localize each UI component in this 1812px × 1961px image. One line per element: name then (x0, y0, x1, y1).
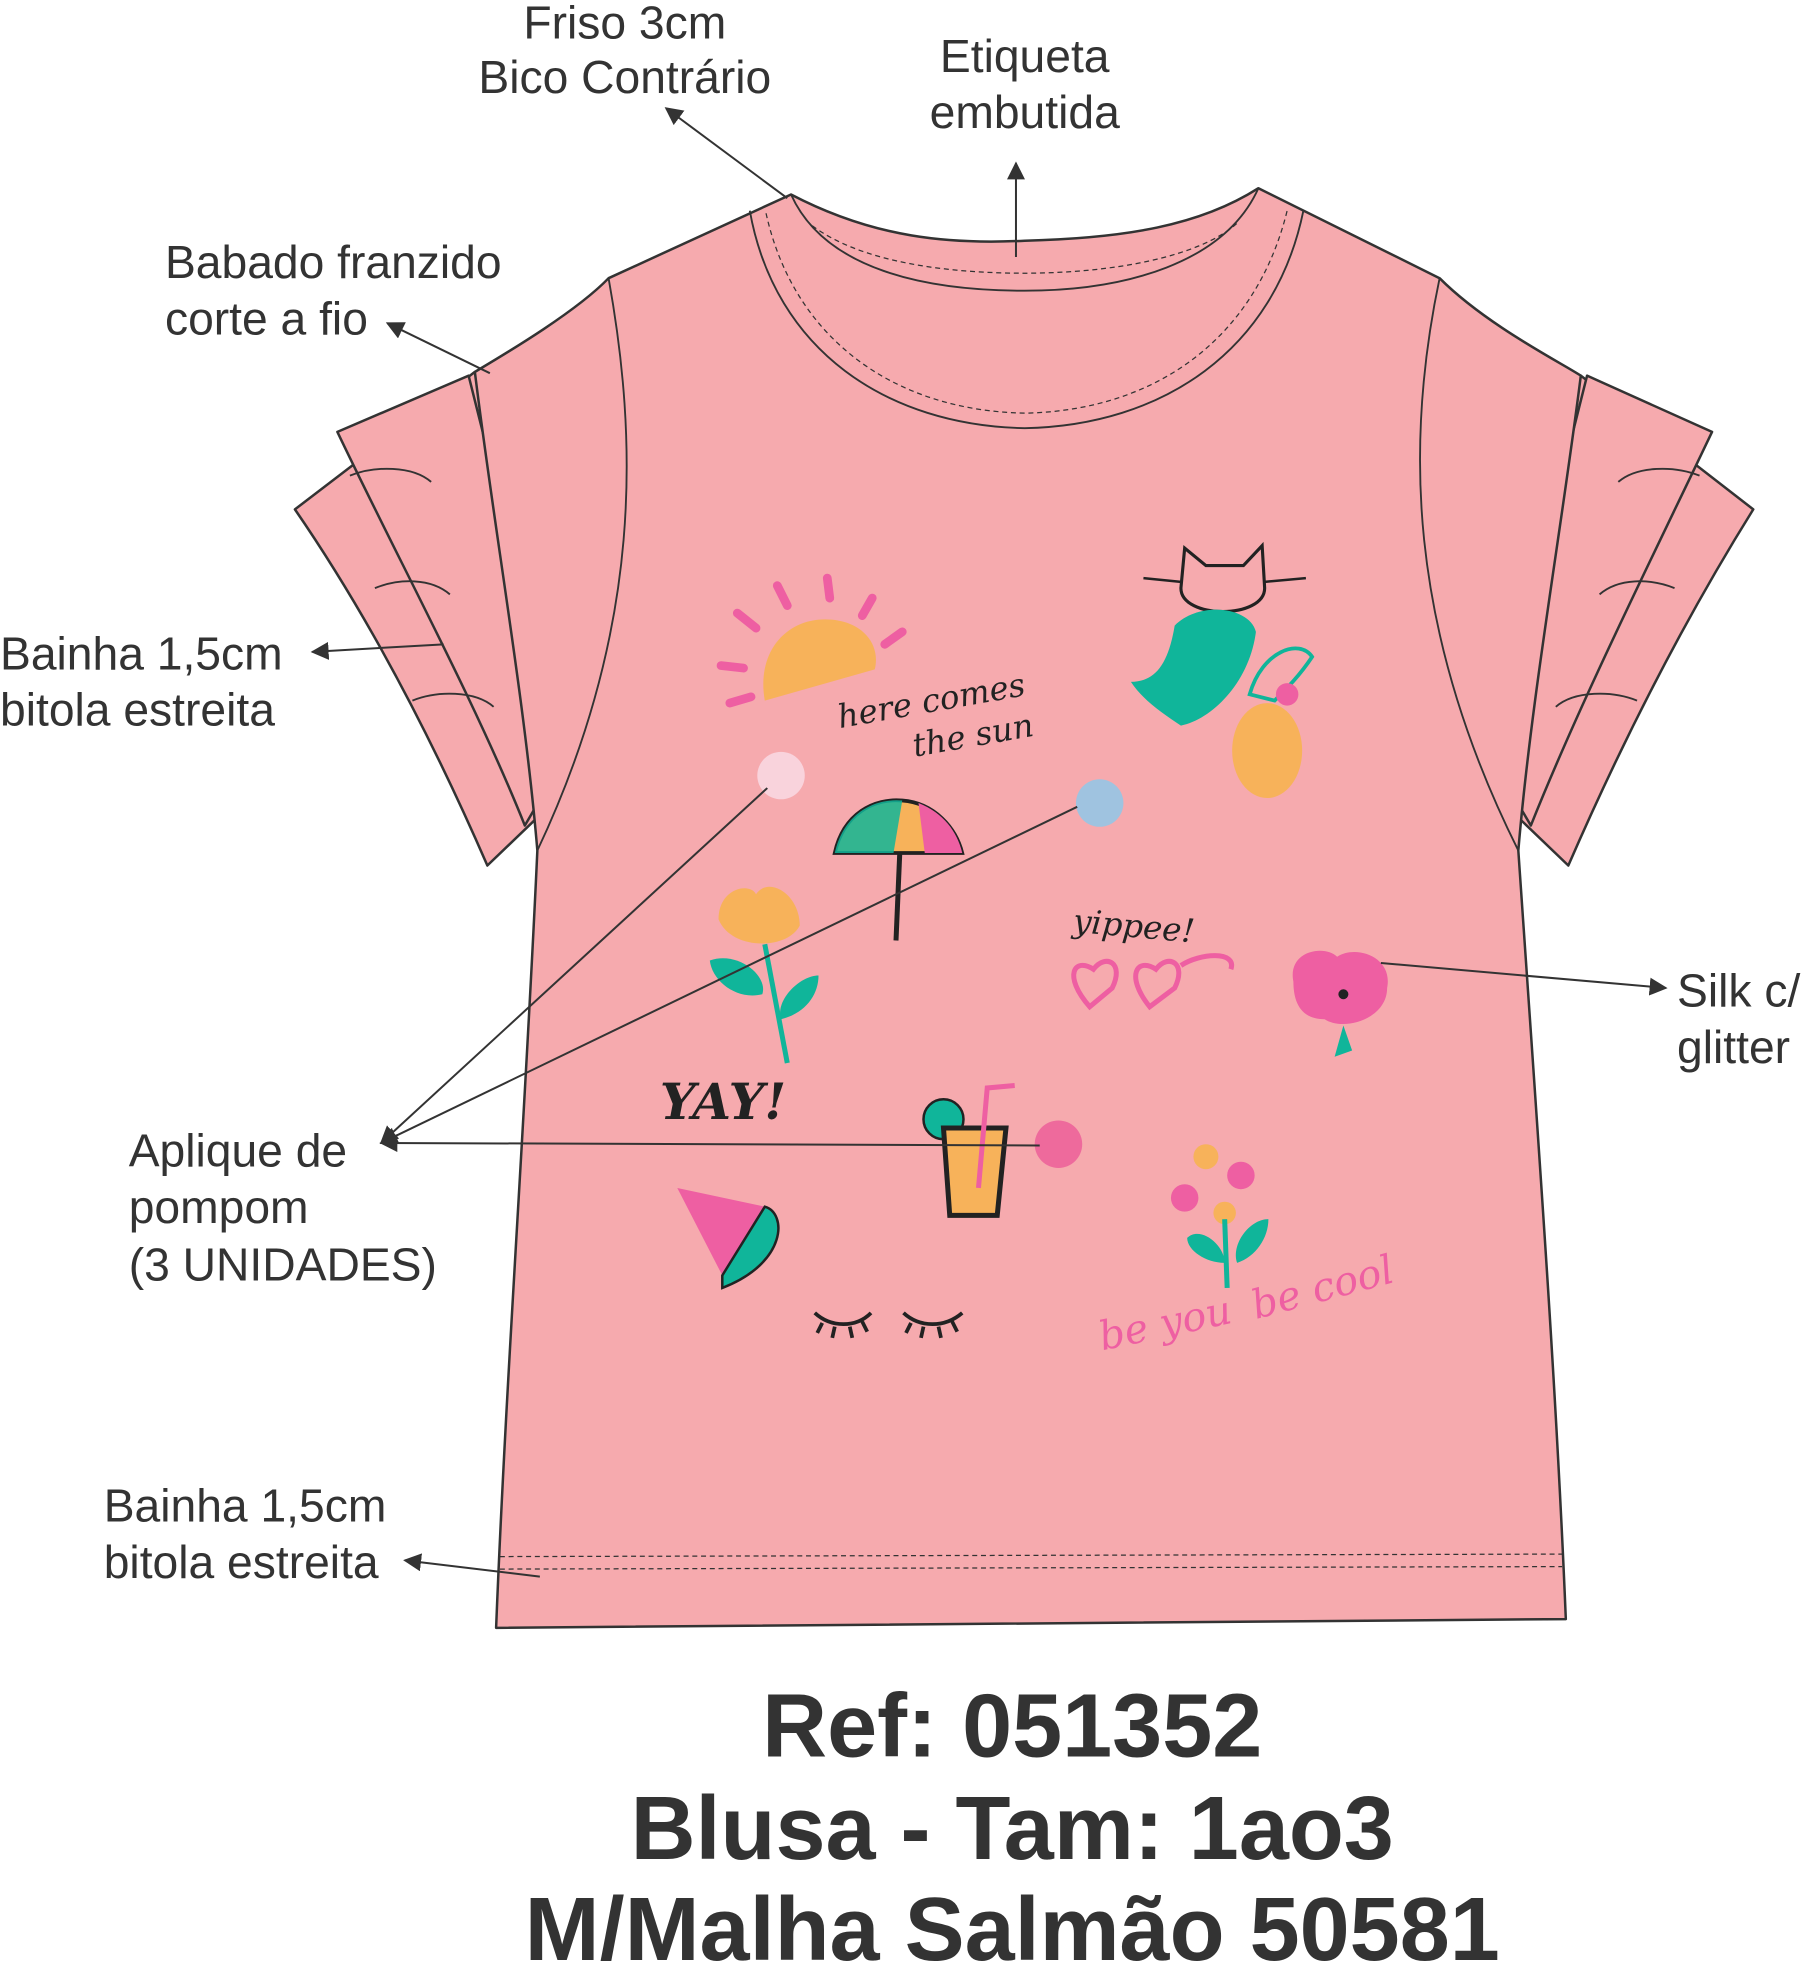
annotation-collar: Friso 3cm Bico Contrário (478, 0, 771, 103)
t-shirt-flat-sketch (293, 186, 1755, 1630)
watermelon-icon (677, 1187, 780, 1290)
annotation-text: Bainha 1,5cm (104, 1480, 387, 1532)
product-description: Blusa - Tam: 1ao3 (631, 1779, 1394, 1879)
annotation-text: pompom (129, 1181, 309, 1233)
sun-icon (716, 573, 907, 708)
annotation-pompom: Aplique de pompom (3 UNIDADES) (129, 1125, 437, 1291)
annotation-label: Etiqueta embutida (930, 30, 1120, 138)
leader-lines (310, 107, 1668, 1578)
pineapple-icon (1232, 646, 1315, 799)
collar-rib (748, 210, 1305, 430)
annotation-text: Bainha 1,5cm (0, 627, 283, 679)
pompom-blue (1075, 779, 1124, 827)
annotation-text: Etiqueta (940, 30, 1110, 82)
heart-glasses-icon (1071, 953, 1234, 1011)
product-fabric: M/Malha Salmão 50581 (525, 1880, 1500, 1961)
tulip-bouquet-icon (1170, 1144, 1269, 1289)
annotation-text: embutida (930, 86, 1120, 138)
annotation-sleeve-hem: Bainha 1,5cm bitola estreita (0, 627, 283, 735)
cat-mermaid-icon (1130, 541, 1307, 726)
annotation-text: bitola estreita (0, 684, 275, 736)
shirt-body (473, 186, 1583, 1630)
annotation-text: bitola estreita (104, 1536, 379, 1588)
umbrella-icon (832, 798, 965, 941)
annotation-text: corte a fio (165, 292, 368, 344)
annotation-body-hem: Bainha 1,5cm bitola estreita (104, 1480, 387, 1588)
annotation-ruffle: Babado franzido corte a fio (165, 236, 502, 344)
annotation-text: Friso 3cm (523, 0, 726, 48)
annotation-text: (3 UNIDADES) (129, 1238, 437, 1290)
pink-flower-icon (1292, 950, 1388, 1057)
print-text-yay: YAY! (660, 1072, 786, 1131)
annotation-text: Aplique de (129, 1125, 347, 1177)
annotation-text: glitter (1677, 1021, 1790, 1073)
flower-yellow-icon (709, 886, 819, 1064)
annotation-silk: Silk c/ glitter (1677, 965, 1800, 1073)
annotation-text: Silk c/ (1677, 965, 1800, 1017)
pompom-pink (1034, 1120, 1083, 1168)
product-info: Ref: 051352 Blusa - Tam: 1ao3 M/Malha Sa… (525, 1677, 1500, 1961)
closed-eyes-icon (813, 1311, 964, 1339)
annotation-text: Babado franzido (165, 236, 502, 288)
pompom-light-pink (757, 751, 805, 800)
annotation-text: Bico Contrário (478, 51, 771, 103)
product-ref: Ref: 051352 (762, 1677, 1262, 1777)
hem-stitching (499, 1553, 1563, 1570)
drink-glass-icon (922, 1082, 1015, 1218)
print-artwork: here comes the sun YAY! yippee (660, 541, 1399, 1360)
